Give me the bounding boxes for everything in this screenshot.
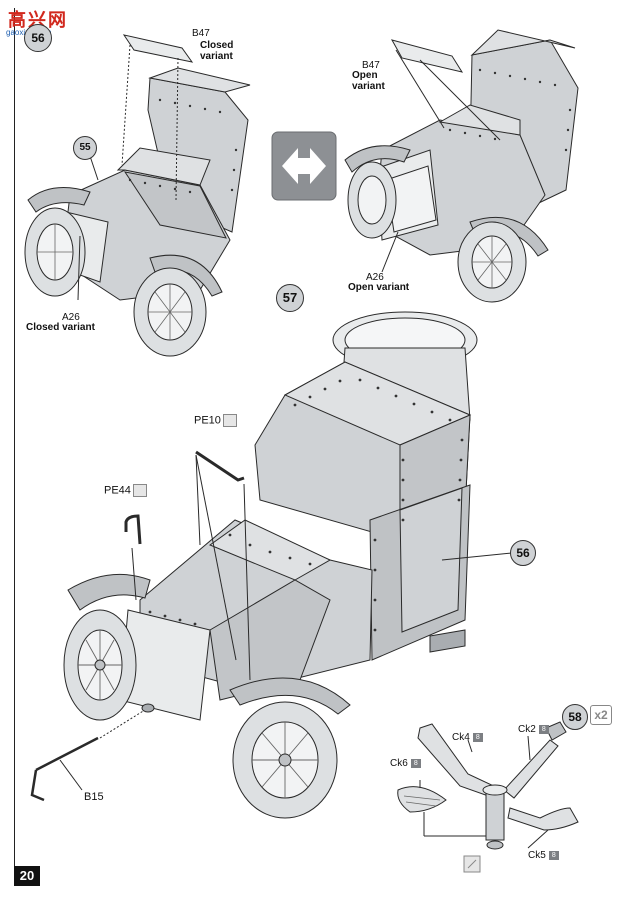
part-code: Ck6 xyxy=(390,758,408,769)
part-code: Ck2 xyxy=(518,724,536,735)
sprue-tag: 8 xyxy=(410,758,421,768)
variant-text: Open variant xyxy=(348,282,410,293)
sprue-tag: 8 xyxy=(538,724,549,734)
vehicle-closed-variant xyxy=(24,34,411,357)
watermark-title: 高兴网 xyxy=(8,10,68,30)
photo-etch-icon xyxy=(222,414,237,427)
page-number: 20 xyxy=(14,866,40,886)
part-code: PE10 xyxy=(194,414,221,427)
step-number-prev: 56 xyxy=(24,24,52,52)
label-b47-closed: B47 xyxy=(192,28,210,39)
label-a26-closed: A26 xyxy=(62,312,80,323)
part-code: Ck4 xyxy=(452,732,470,743)
label-open-variant-top: Open variant xyxy=(352,70,386,92)
variant-text: Closed variant xyxy=(26,322,95,333)
part-code: B47 xyxy=(362,60,380,71)
vehicle-open-variant xyxy=(344,29,579,303)
stand-subassembly xyxy=(397,721,579,873)
part-code: B15 xyxy=(84,791,104,803)
quantity-multiplier: x2 xyxy=(590,705,612,725)
label-b15: B15 xyxy=(84,792,104,803)
part-code: PE44 xyxy=(104,484,131,497)
part-code: A26 xyxy=(62,312,80,323)
label-closed-variant-bottom: Closed variant xyxy=(26,322,95,333)
page-frame xyxy=(14,8,630,886)
label-b47-open: B47 xyxy=(362,60,380,71)
label-pe44: PE44 xyxy=(104,484,147,497)
label-pe10: PE10 xyxy=(194,414,237,427)
vehicle-main xyxy=(30,311,513,819)
variant-text: Closed variant xyxy=(200,40,234,62)
part-code: Ck5 xyxy=(528,850,546,861)
variant-swap-icon xyxy=(271,131,337,201)
part-code: A26 xyxy=(366,272,384,283)
label-a26-open: A26 xyxy=(366,272,384,283)
step-number-55: 55 xyxy=(73,136,97,160)
photo-etch-icon xyxy=(132,484,147,497)
step-number-56: 56 xyxy=(510,540,536,566)
part-code: B47 xyxy=(192,28,210,39)
variant-text: Open variant xyxy=(352,70,385,92)
step-number-57: 57 xyxy=(276,284,304,312)
label-closed-variant-top: Closed variant xyxy=(200,40,240,62)
label-open-variant-bottom: Open variant xyxy=(348,282,409,293)
step-number-58: 58 xyxy=(562,704,588,730)
sprue-tag: 8 xyxy=(548,850,559,860)
sprue-tag: 8 xyxy=(472,732,483,742)
